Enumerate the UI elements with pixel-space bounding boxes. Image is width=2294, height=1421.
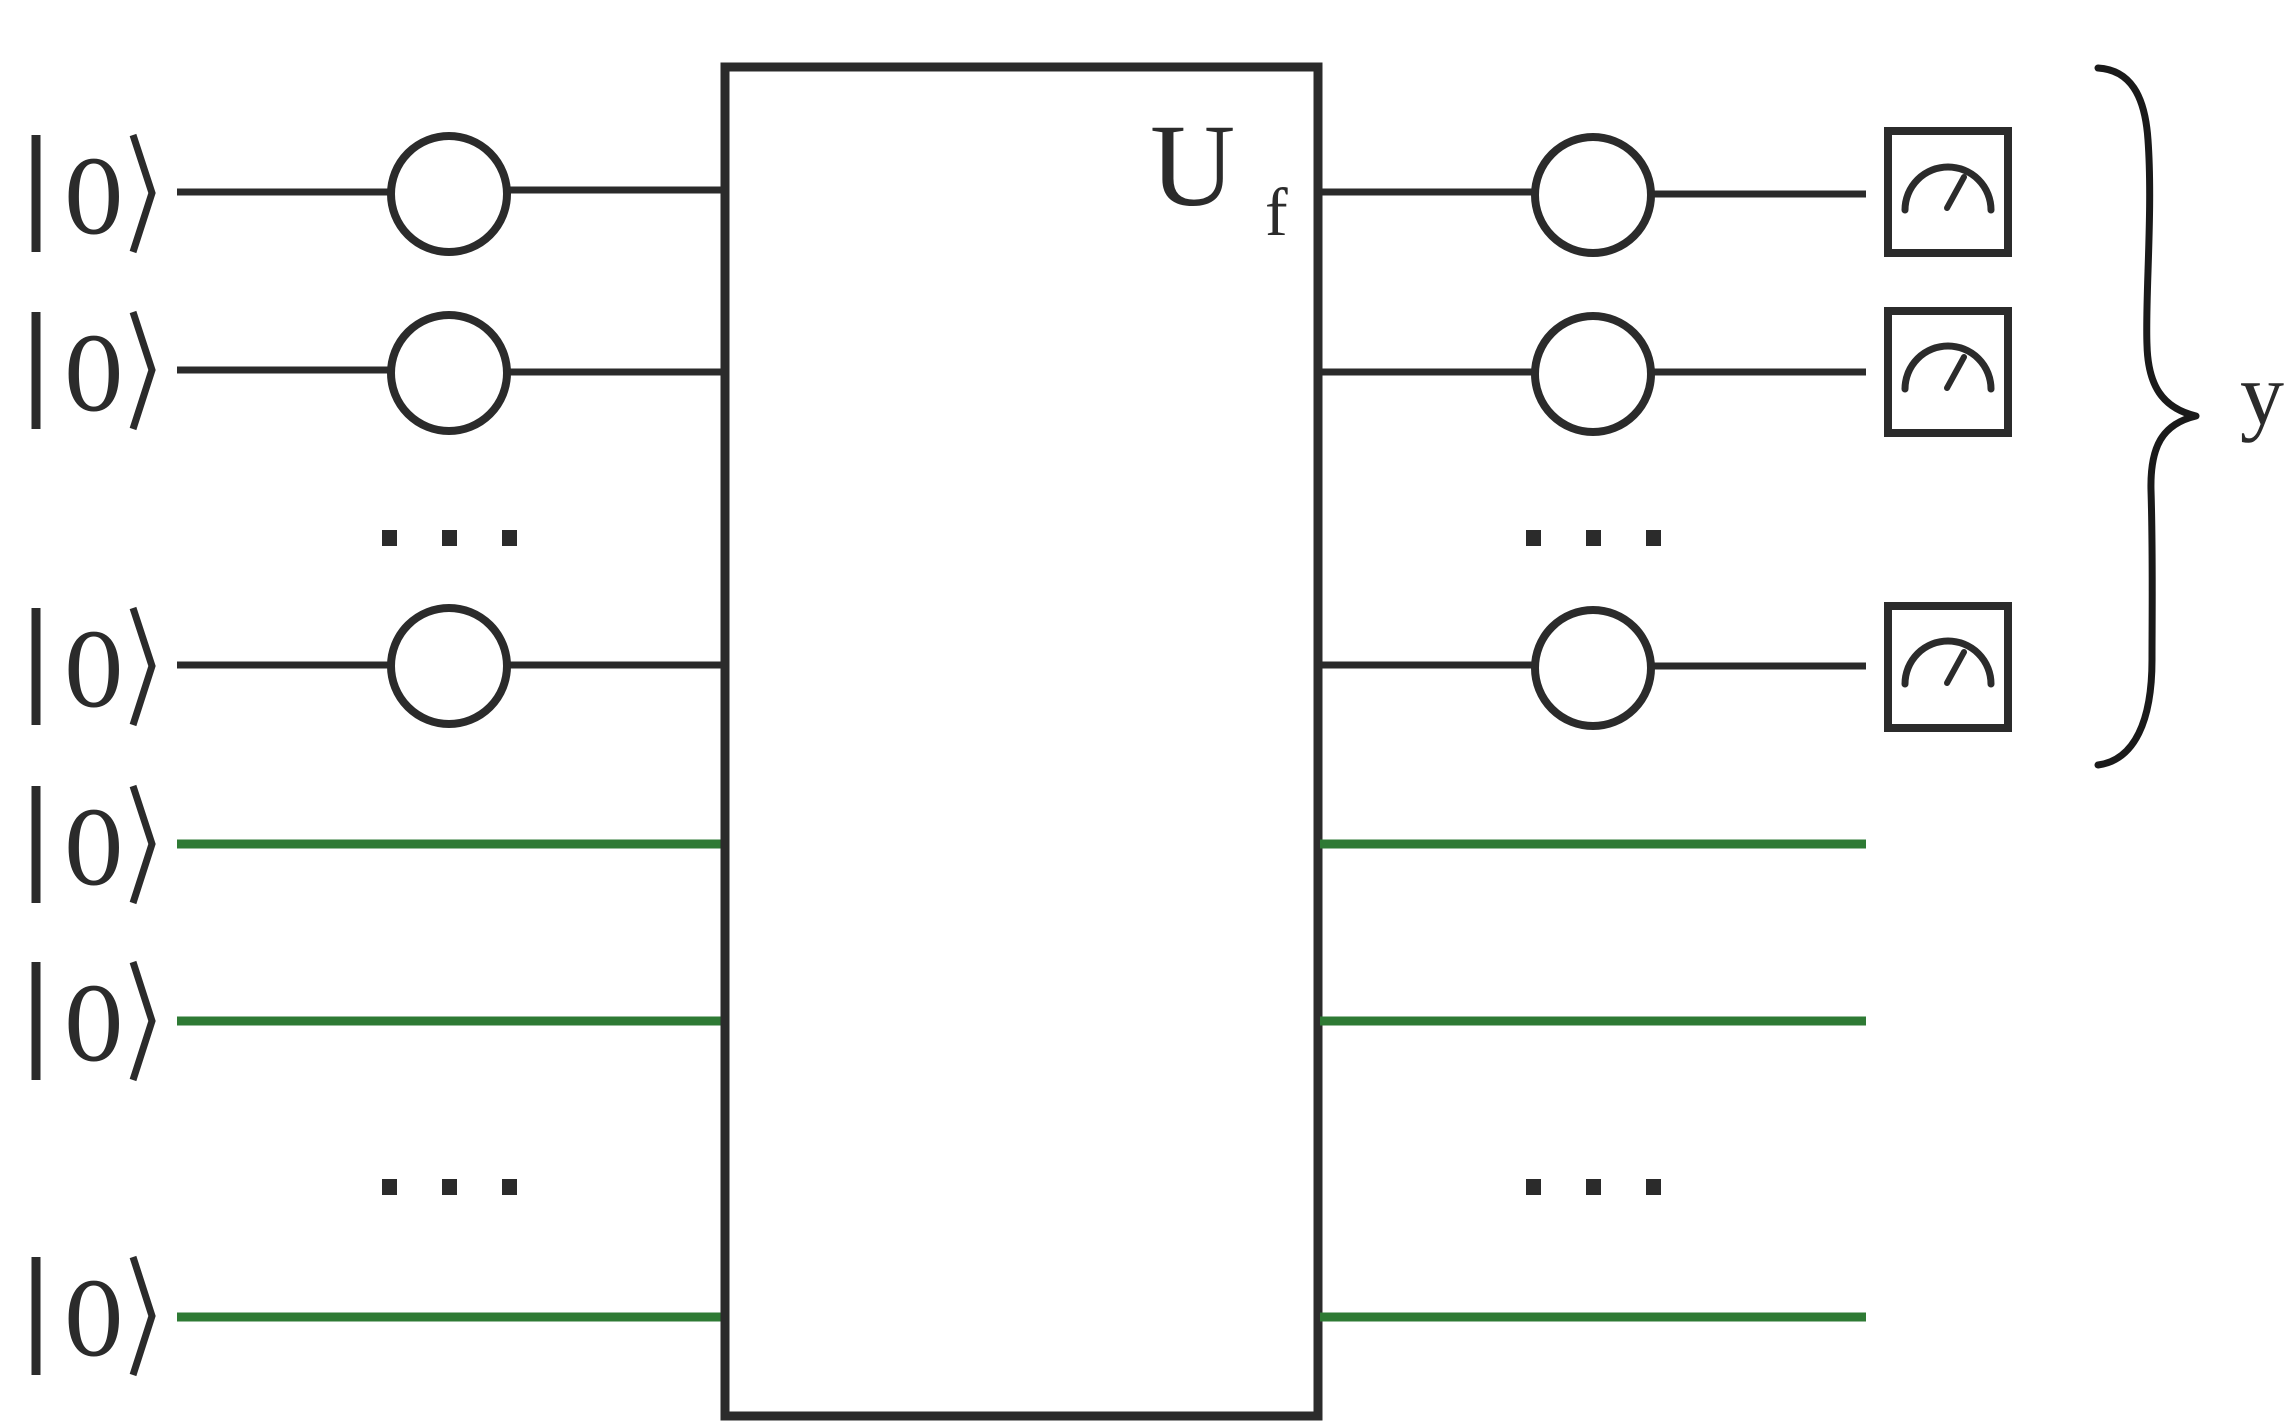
input-ket-4: 0 [31,784,156,908]
hadamard-gate-circle-icon [1531,606,1655,730]
ancilla-wires-right [1320,839,1866,1322]
ellipsis-right-bottom [1526,1179,1661,1195]
hadamard-gate-circle-icon [1531,133,1655,257]
input-ket-2: 0 [31,310,156,434]
measurement-meter-icon [1884,127,2012,257]
ellipsis-left-top [382,530,517,546]
ket-value: 0 [62,613,126,730]
hadamard-gate-circle-icon [1531,312,1655,436]
hadamard-gate-circle-icon [387,311,511,435]
ket-value: 0 [62,791,126,908]
oracle-label-subscript: f [1265,174,1288,250]
ket-value: 0 [62,967,126,1084]
right-curly-brace-icon [2094,64,2200,769]
oracle-label: U [1150,100,1235,231]
ellipsis-left-bottom [382,1179,517,1195]
oracle-box [720,62,1323,1421]
hadamard-gate-circle-icon [387,604,511,728]
input-ket-6: 0 [31,1255,156,1379]
input-ket-3: 0 [31,606,156,730]
ancilla-wires-left [177,839,724,1322]
output-register-wires [1320,188,1866,670]
ket-value: 0 [62,140,126,257]
input-ket-1: 0 [31,133,156,257]
input-ket-5: 0 [31,960,156,1084]
ellipsis-right-top [1526,530,1661,546]
measurement-meter-icon [1884,307,2012,437]
measurement-meter-icon [1884,602,2012,732]
ket-value: 0 [62,317,126,434]
hadamard-gate-circle-icon [387,132,511,256]
output-label: y [2240,347,2284,444]
ket-value: 0 [62,1262,126,1379]
input-register-wires [177,186,724,669]
